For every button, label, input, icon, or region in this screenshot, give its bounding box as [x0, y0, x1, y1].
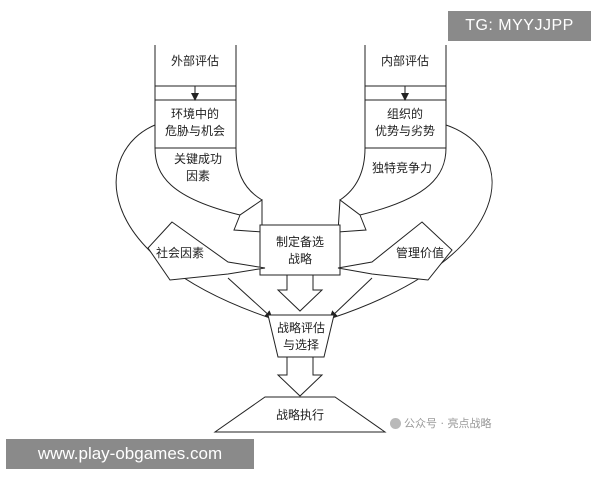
evaluation-line2: 与选择: [283, 338, 319, 352]
internal-box-line2: 优势与劣势: [375, 124, 435, 138]
social-factors-label: 社会因素: [156, 245, 204, 260]
external-title: 外部评估: [171, 53, 219, 68]
management-values-shape: [337, 221, 453, 281]
external-box-line1: 环境中的: [171, 106, 219, 121]
alt-strategy-line2: 战略: [288, 251, 312, 266]
watermark-wechat: 公众号 · 亮点战略: [390, 415, 492, 433]
external-assessment-column: [154, 45, 263, 216]
external-box-line2: 危胁与机会: [165, 123, 225, 138]
distinct-competence: 独特竞争力: [372, 160, 432, 175]
alt-strategy-box: [259, 224, 341, 276]
watermark-top-right: TG: MYYJJPP: [448, 11, 591, 41]
key-success-line2: 因素: [186, 169, 210, 183]
key-success-line1: 关键成功: [174, 152, 222, 166]
internal-assessment-column: [339, 45, 447, 216]
internal-title: 内部评估: [381, 53, 429, 68]
execution-label: 战略执行: [276, 407, 324, 422]
watermark-wechat-text: 公众号 · 亮点战略: [404, 417, 492, 430]
management-values-label: 管理价值: [396, 245, 444, 260]
wechat-icon: [390, 418, 401, 429]
block-arrow-1: [276, 274, 324, 312]
block-arrow-2: [276, 356, 324, 397]
alt-strategy-line1: 制定备选: [276, 234, 324, 249]
execution-shape: [213, 396, 387, 433]
watermark-bottom-left: www.play-obgames.com: [6, 439, 254, 469]
evaluation-box: [267, 314, 335, 358]
evaluation-line1: 战略评估: [277, 320, 325, 335]
social-factors-shape: [147, 221, 266, 281]
internal-box-line1: 组织的: [387, 106, 423, 121]
